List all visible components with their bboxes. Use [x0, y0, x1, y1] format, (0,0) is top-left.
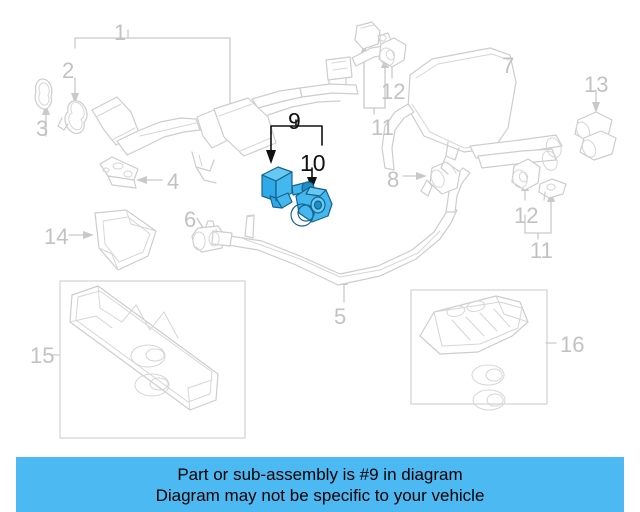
part-floor-heat-shield-front: [59, 280, 246, 439]
callout-label-11-upper: 11: [371, 115, 394, 140]
callout-label-3: 3: [36, 116, 49, 141]
callout-label-13: 13: [584, 72, 609, 97]
callout-label-16: 16: [560, 332, 585, 357]
part-9-highlighted: [261, 166, 315, 209]
callout-label-9: 9: [288, 108, 301, 134]
callout-label-4: 4: [167, 169, 180, 194]
banner-line-1: Part or sub-assembly is #9 in diagram: [177, 464, 463, 484]
callout-label-7: 7: [502, 53, 515, 78]
part-floor-heat-shield-rear: [410, 289, 548, 411]
banner-line-2: Diagram may not be specific to your vehi…: [155, 485, 485, 505]
part-connector-sleeve: [420, 161, 461, 197]
callout-label-12-lower: 12: [514, 203, 539, 228]
part-heat-shield-bracket: [99, 156, 139, 189]
part-tail-pipe-tip: [574, 111, 617, 161]
part-10-highlighted: [290, 186, 333, 227]
callout-label-2: 2: [62, 58, 75, 83]
part-hanger-hardware-lower: [511, 158, 567, 201]
callout-label-5: 5: [334, 304, 347, 329]
part-muffler: [381, 47, 563, 175]
callout-label-10: 10: [300, 150, 326, 176]
part-hanger-hardware-upper: [354, 21, 407, 68]
callout-label-1: 1: [114, 20, 127, 45]
part-notice-banner: Part or sub-assembly is #9 in diagram Di…: [16, 457, 624, 512]
part-catalytic-converter-assembly: [34, 44, 393, 184]
callout-label-6: 6: [184, 207, 197, 232]
highlight-leader-lines: [266, 119, 323, 190]
part-heat-shield: [94, 209, 157, 271]
callout-label-12-upper: 12: [381, 79, 406, 104]
callout-label-8: 8: [387, 167, 400, 192]
callout-label-11-lower: 11: [530, 238, 553, 263]
callout-label-14: 14: [44, 224, 69, 249]
callout-label-15: 15: [30, 343, 55, 368]
